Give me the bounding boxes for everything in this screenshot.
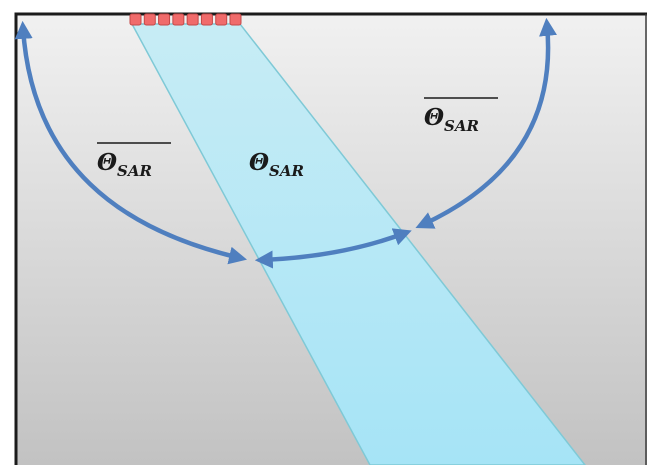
right-theta-bar-label: ΘSAR: [424, 97, 498, 135]
antenna-element: [229, 13, 242, 26]
frame-border: [14, 12, 647, 465]
left-angle-arrow: [14, 20, 248, 265]
left-theta-sub: SAR: [117, 162, 152, 180]
beam-theta-label: ΘSAR: [249, 149, 304, 180]
beam-theta-symbol: Θ: [249, 149, 269, 176]
left-theta-bar-label: ΘSAR: [97, 142, 171, 180]
right-theta-symbol: Θ: [424, 104, 444, 131]
svg-text:ΘSAR: ΘSAR: [97, 149, 152, 180]
right-theta-sub: SAR: [444, 117, 479, 135]
antenna-element: [129, 13, 142, 26]
antenna-element: [186, 13, 199, 26]
antenna-element: [158, 13, 171, 26]
right-angle-arrow: [415, 17, 557, 229]
antenna-element: [215, 13, 228, 26]
left-theta-symbol: Θ: [97, 149, 117, 176]
beam-theta-sub: SAR: [269, 162, 304, 180]
antenna-element: [200, 13, 213, 26]
beam-angle-arrow: [254, 228, 412, 269]
svg-text:ΘSAR: ΘSAR: [424, 104, 479, 135]
antenna-element: [172, 13, 185, 26]
antenna-element: [143, 13, 156, 26]
svg-text:ΘSAR: ΘSAR: [249, 149, 304, 180]
